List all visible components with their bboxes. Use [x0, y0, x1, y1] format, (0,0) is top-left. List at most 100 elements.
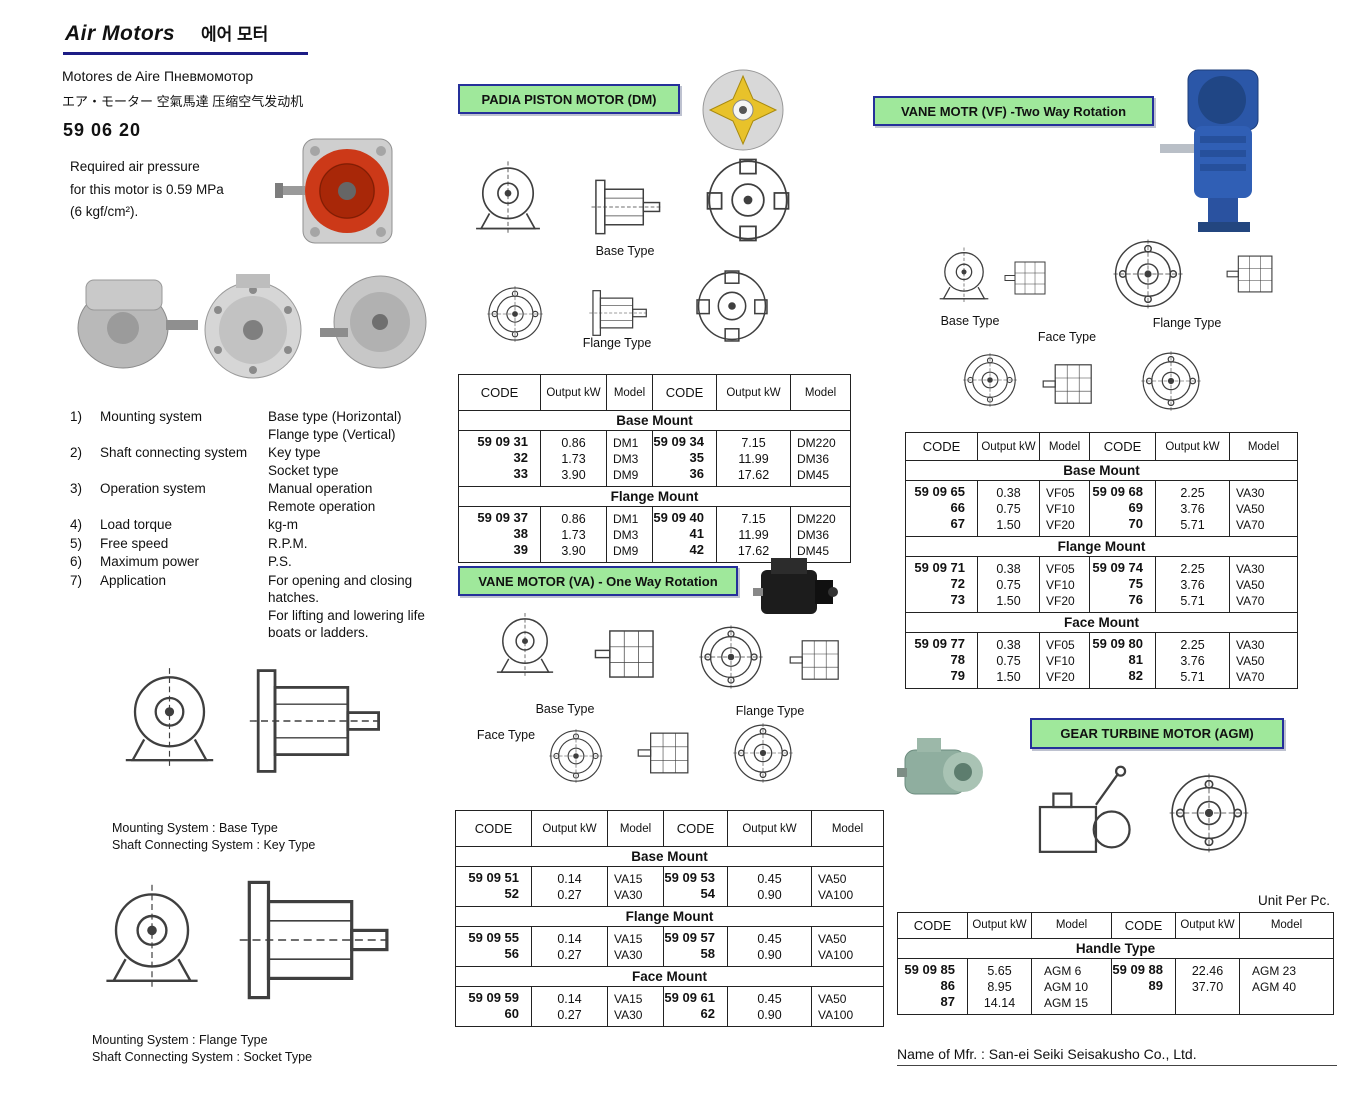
va-section-header: VANE MOTOR (VA) - One Way Rotation — [458, 566, 738, 596]
va-flange-side-drawing — [789, 640, 839, 680]
section-row: Base Mount — [458, 410, 851, 431]
dm-base-side-drawing — [590, 179, 664, 235]
pressure-note: Required air pressure for this motor is … — [70, 159, 224, 220]
vf-base-side-drawing — [1004, 261, 1046, 295]
code-cell: 59 09 85 86 87 — [897, 958, 968, 1015]
va-base-side-drawing — [594, 630, 654, 678]
output-cell: 0.45 0.90 — [727, 866, 812, 907]
output-cell: 5.65 8.95 14.14 — [967, 958, 1032, 1015]
model-cell: VA15 VA30 — [607, 986, 664, 1027]
col-header-code: CODE — [455, 810, 532, 847]
va-motor-photo — [753, 558, 838, 614]
va-face-type-caption: Face Type — [476, 728, 536, 742]
col-header-code: CODE — [652, 374, 717, 411]
col-header-output: Output kW — [977, 432, 1040, 461]
output-cell: 0.14 0.27 — [531, 926, 608, 967]
data-row: 59 09 71 72 73 0.38 0.75 1.50 VF05 VF10 … — [905, 556, 1298, 613]
feature-values: Manual operation Remote operation — [268, 481, 376, 514]
code-cell: 59 09 88 89 — [1111, 958, 1176, 1015]
flange-type-section-drawing — [238, 880, 395, 1000]
model-cell: VA15 VA30 — [607, 866, 664, 907]
va-flange-type-caption: Flange Type — [735, 704, 805, 718]
feature-values: Base type (Horizontal) Flange type (Vert… — [268, 409, 402, 442]
vf-spec-table: CODE Output kW Model CODE Output kW Mode… — [905, 432, 1298, 689]
model-cell: VA15 VA30 — [607, 926, 664, 967]
va-base-front-drawing — [496, 612, 554, 679]
manufacturer-note: Name of Mfr. : San-ei Seiki Seisakusho C… — [897, 1046, 1337, 1066]
output-cell: 0.14 0.27 — [531, 986, 608, 1027]
base-key-drawing — [112, 640, 387, 802]
va-face-side-drawing — [637, 732, 689, 774]
mount-section-title: Flange Mount — [905, 536, 1298, 557]
va-base-type-caption: Base Type — [535, 702, 595, 716]
dm-base-type-caption: Base Type — [595, 244, 655, 258]
model-cell: VF05 VF10 VF20 — [1039, 632, 1090, 689]
flange-socket-drawing — [92, 860, 399, 1020]
feature-label: Maximum power — [100, 554, 200, 569]
col-header-output: Output kW — [1175, 912, 1240, 939]
feature-label: Operation system — [100, 481, 206, 496]
features-list: 1) Mounting system Base type (Horizontal… — [70, 408, 450, 643]
mount-section-title: Handle Type — [897, 938, 1334, 959]
col-header-output: Output kW — [1155, 432, 1230, 461]
code-cell: 59 09 65 66 67 — [905, 480, 978, 537]
code-cell: 59 09 34 35 36 — [652, 430, 717, 487]
mount-section-title: Flange Mount — [455, 906, 884, 927]
feature-number: 4) — [70, 517, 83, 532]
data-row: 59 09 85 86 87 5.65 8.95 14.14 AGM 6 AGM… — [897, 958, 1334, 1015]
feature-label: Load torque — [100, 517, 173, 532]
model-cell: VF05 VF10 VF20 — [1039, 480, 1090, 537]
code-cell: 59 09 77 78 79 — [905, 632, 978, 689]
col-header-model: Model — [1039, 432, 1090, 461]
section-row: Face Mount — [455, 966, 884, 987]
vf-flange-type-caption: Flange Type — [1152, 316, 1222, 330]
output-cell: 22.46 37.70 — [1175, 958, 1240, 1015]
agm-front-drawing — [1168, 772, 1250, 854]
dm-spec-table: CODE Output kW Model CODE Output kW Mode… — [458, 374, 851, 563]
table-header-row: CODE Output kW Model CODE Output kW Mode… — [897, 912, 1334, 939]
flange-socket-caption: Mounting System : Flange Type Shaft Conn… — [92, 1033, 313, 1064]
feature-values: kg-m — [268, 517, 298, 532]
output-cell: 7.15 11.99 17.62 — [716, 430, 791, 487]
va-face-drawings — [548, 722, 794, 784]
code-cell: 59 09 31 32 33 — [458, 430, 541, 487]
vf-face-bolt-drawing — [1140, 350, 1202, 412]
agm-side-drawing — [1038, 765, 1131, 853]
model-cell: VA50 VA100 — [811, 926, 884, 967]
col-header-code: CODE — [663, 810, 728, 847]
agm-motor-photo — [897, 738, 983, 795]
col-header-output: Output kW — [531, 810, 608, 847]
page-title: Air Motors — [65, 22, 175, 45]
output-cell: 2.25 3.76 5.71 — [1155, 632, 1230, 689]
col-header-output: Output kW — [967, 912, 1032, 939]
vf-motor-photo — [1160, 69, 1259, 232]
base-type-front-drawing — [124, 666, 215, 771]
col-header-output: Output kW — [727, 810, 812, 847]
feature-label: Application — [100, 572, 167, 588]
output-cell: 0.45 0.90 — [727, 986, 812, 1027]
code-cell: 59 09 53 54 — [663, 866, 728, 907]
code-cell: 59 09 51 52 — [455, 866, 532, 907]
va-spec-table: CODE Output kW Model CODE Output kW Mode… — [455, 810, 884, 1027]
feature-row: 6) Maximum power P.S. — [70, 553, 450, 571]
model-cell: VA30 VA50 VA70 — [1229, 632, 1298, 689]
feature-number: 6) — [70, 554, 83, 569]
mount-section-title: Base Mount — [458, 410, 851, 431]
feature-row: 4) Load torque kg-m — [70, 516, 450, 534]
feature-row: 7) Application For opening and closing h… — [70, 572, 450, 642]
table-header-row: CODE Output kW Model CODE Output kW Mode… — [455, 810, 884, 847]
item-code: 59 06 20 — [63, 120, 142, 140]
model-cell: AGM 6 AGM 10 AGM 15 — [1031, 958, 1112, 1015]
output-cell: 2.25 3.76 5.71 — [1155, 556, 1230, 613]
col-header-code: CODE — [458, 374, 541, 411]
code-cell: 59 09 71 72 73 — [905, 556, 978, 613]
feature-number: 1) — [70, 409, 83, 424]
feature-label: Mounting system — [100, 409, 203, 424]
feature-row: 2) Shaft connecting system Key type Sock… — [70, 444, 450, 479]
model-cell: VA30 VA50 VA70 — [1229, 556, 1298, 613]
code-cell: 59 09 37 38 39 — [458, 506, 541, 563]
col-header-model: Model — [1239, 912, 1334, 939]
dm-flange-front-drawing — [486, 285, 544, 343]
unit-per-pc-note: Unit Per Pc. — [1257, 893, 1330, 908]
vf-section-header: VANE MOTR (VF) -Two Way Rotation — [873, 96, 1154, 126]
